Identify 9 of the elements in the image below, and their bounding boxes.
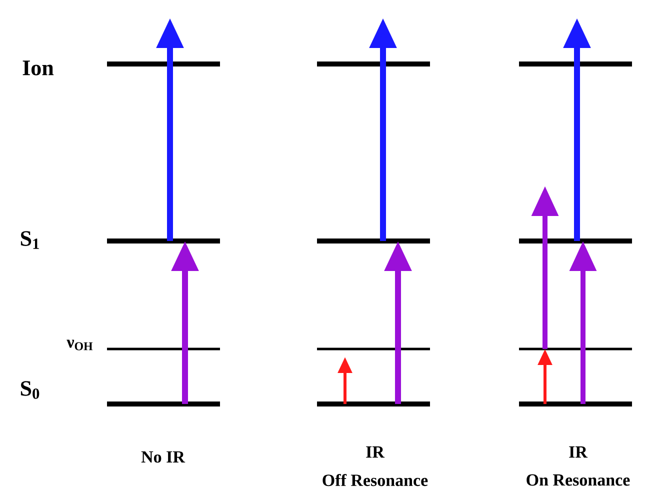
level-label: Ion bbox=[22, 60, 54, 76]
condition-label: IR bbox=[569, 446, 588, 458]
condition-label: IR bbox=[366, 446, 385, 458]
condition-label: On Resonance bbox=[526, 474, 630, 486]
level-label: ν$_{OH}$ bbox=[66, 340, 93, 350]
condition-label: No IR bbox=[141, 451, 186, 463]
level-label: S$_{1}$ bbox=[20, 231, 39, 249]
condition-label: Off Resonance bbox=[322, 474, 428, 486]
level-label: S$_{0}$ bbox=[20, 381, 40, 399]
